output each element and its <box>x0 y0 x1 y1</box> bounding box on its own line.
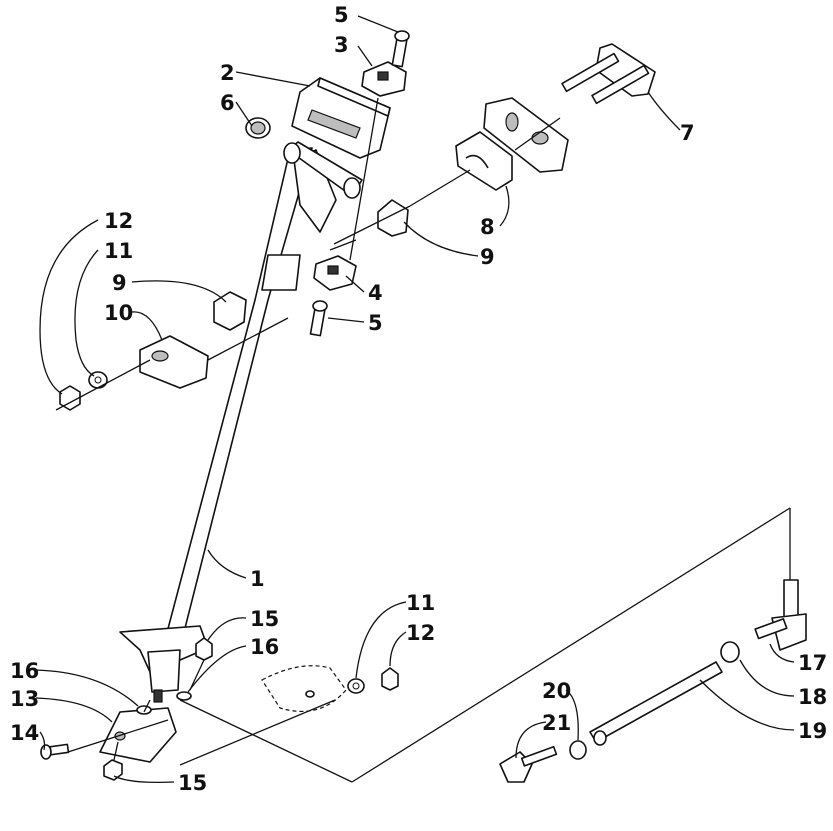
bushing-lower <box>213 291 247 331</box>
clamp-top <box>361 61 407 97</box>
callout-4: 4 <box>368 281 383 305</box>
mounting-plate <box>483 97 569 173</box>
nut-right <box>381 667 399 691</box>
callout-7: 7 <box>680 121 695 145</box>
callout-11-left: 11 <box>104 239 133 263</box>
frame-section <box>261 665 347 712</box>
callout-12-right: 12 <box>406 621 435 645</box>
callout-19: 19 <box>798 719 827 743</box>
plug <box>245 117 271 139</box>
callout-13: 13 <box>10 687 39 711</box>
steering-post <box>119 147 337 703</box>
screw-mid <box>309 300 328 337</box>
callout-21: 21 <box>542 711 571 735</box>
tie-rod-19 <box>589 661 723 746</box>
callouts: 1 2 3 4 5 5 6 7 8 9 9 10 11 11 12 12 13 … <box>10 3 827 795</box>
callout-6: 6 <box>220 91 235 115</box>
callout-15-lower: 15 <box>178 771 207 795</box>
handlebar-tube <box>283 141 363 199</box>
clamp-lower <box>313 255 357 291</box>
callout-5-top: 5 <box>334 3 349 27</box>
callout-16-left: 16 <box>10 659 39 683</box>
bushing-upper <box>377 199 409 237</box>
bearing-block <box>455 131 513 191</box>
callout-8: 8 <box>480 215 495 239</box>
tie-rod-end-21 <box>499 745 558 783</box>
screw-top <box>391 30 410 68</box>
callout-10: 10 <box>104 301 133 325</box>
callout-15-upper: 15 <box>250 607 279 631</box>
callout-3: 3 <box>334 33 349 57</box>
callout-11-right: 11 <box>406 591 435 615</box>
lower-bearing-block <box>139 335 209 389</box>
washer-16-a <box>136 705 152 715</box>
jam-nut-20 <box>569 740 587 760</box>
washer-16-b <box>176 691 192 701</box>
nut-15-upper <box>195 637 213 661</box>
steering-arm-bracket <box>99 707 177 763</box>
washer-right <box>347 678 365 694</box>
callout-14: 14 <box>10 721 39 745</box>
callout-2: 2 <box>220 61 235 85</box>
callout-18: 18 <box>798 685 827 709</box>
callout-9-left: 9 <box>112 271 127 295</box>
leader-lines <box>35 15 795 784</box>
callout-12-left: 12 <box>104 209 133 233</box>
handlebar-clamp-housing <box>291 77 391 159</box>
callout-17: 17 <box>798 651 827 675</box>
callout-9-right: 9 <box>480 245 495 269</box>
callout-20: 20 <box>542 679 571 703</box>
callout-1: 1 <box>250 567 265 591</box>
jam-nut-18 <box>720 641 740 663</box>
u-bolt-bracket <box>561 43 656 105</box>
tie-rod-end-17 <box>754 579 807 651</box>
nut-left <box>59 385 81 411</box>
callout-16-right: 16 <box>250 635 279 659</box>
callout-5-mid: 5 <box>368 311 383 335</box>
bolt-14 <box>40 743 70 760</box>
nut-15-lower <box>103 759 123 781</box>
